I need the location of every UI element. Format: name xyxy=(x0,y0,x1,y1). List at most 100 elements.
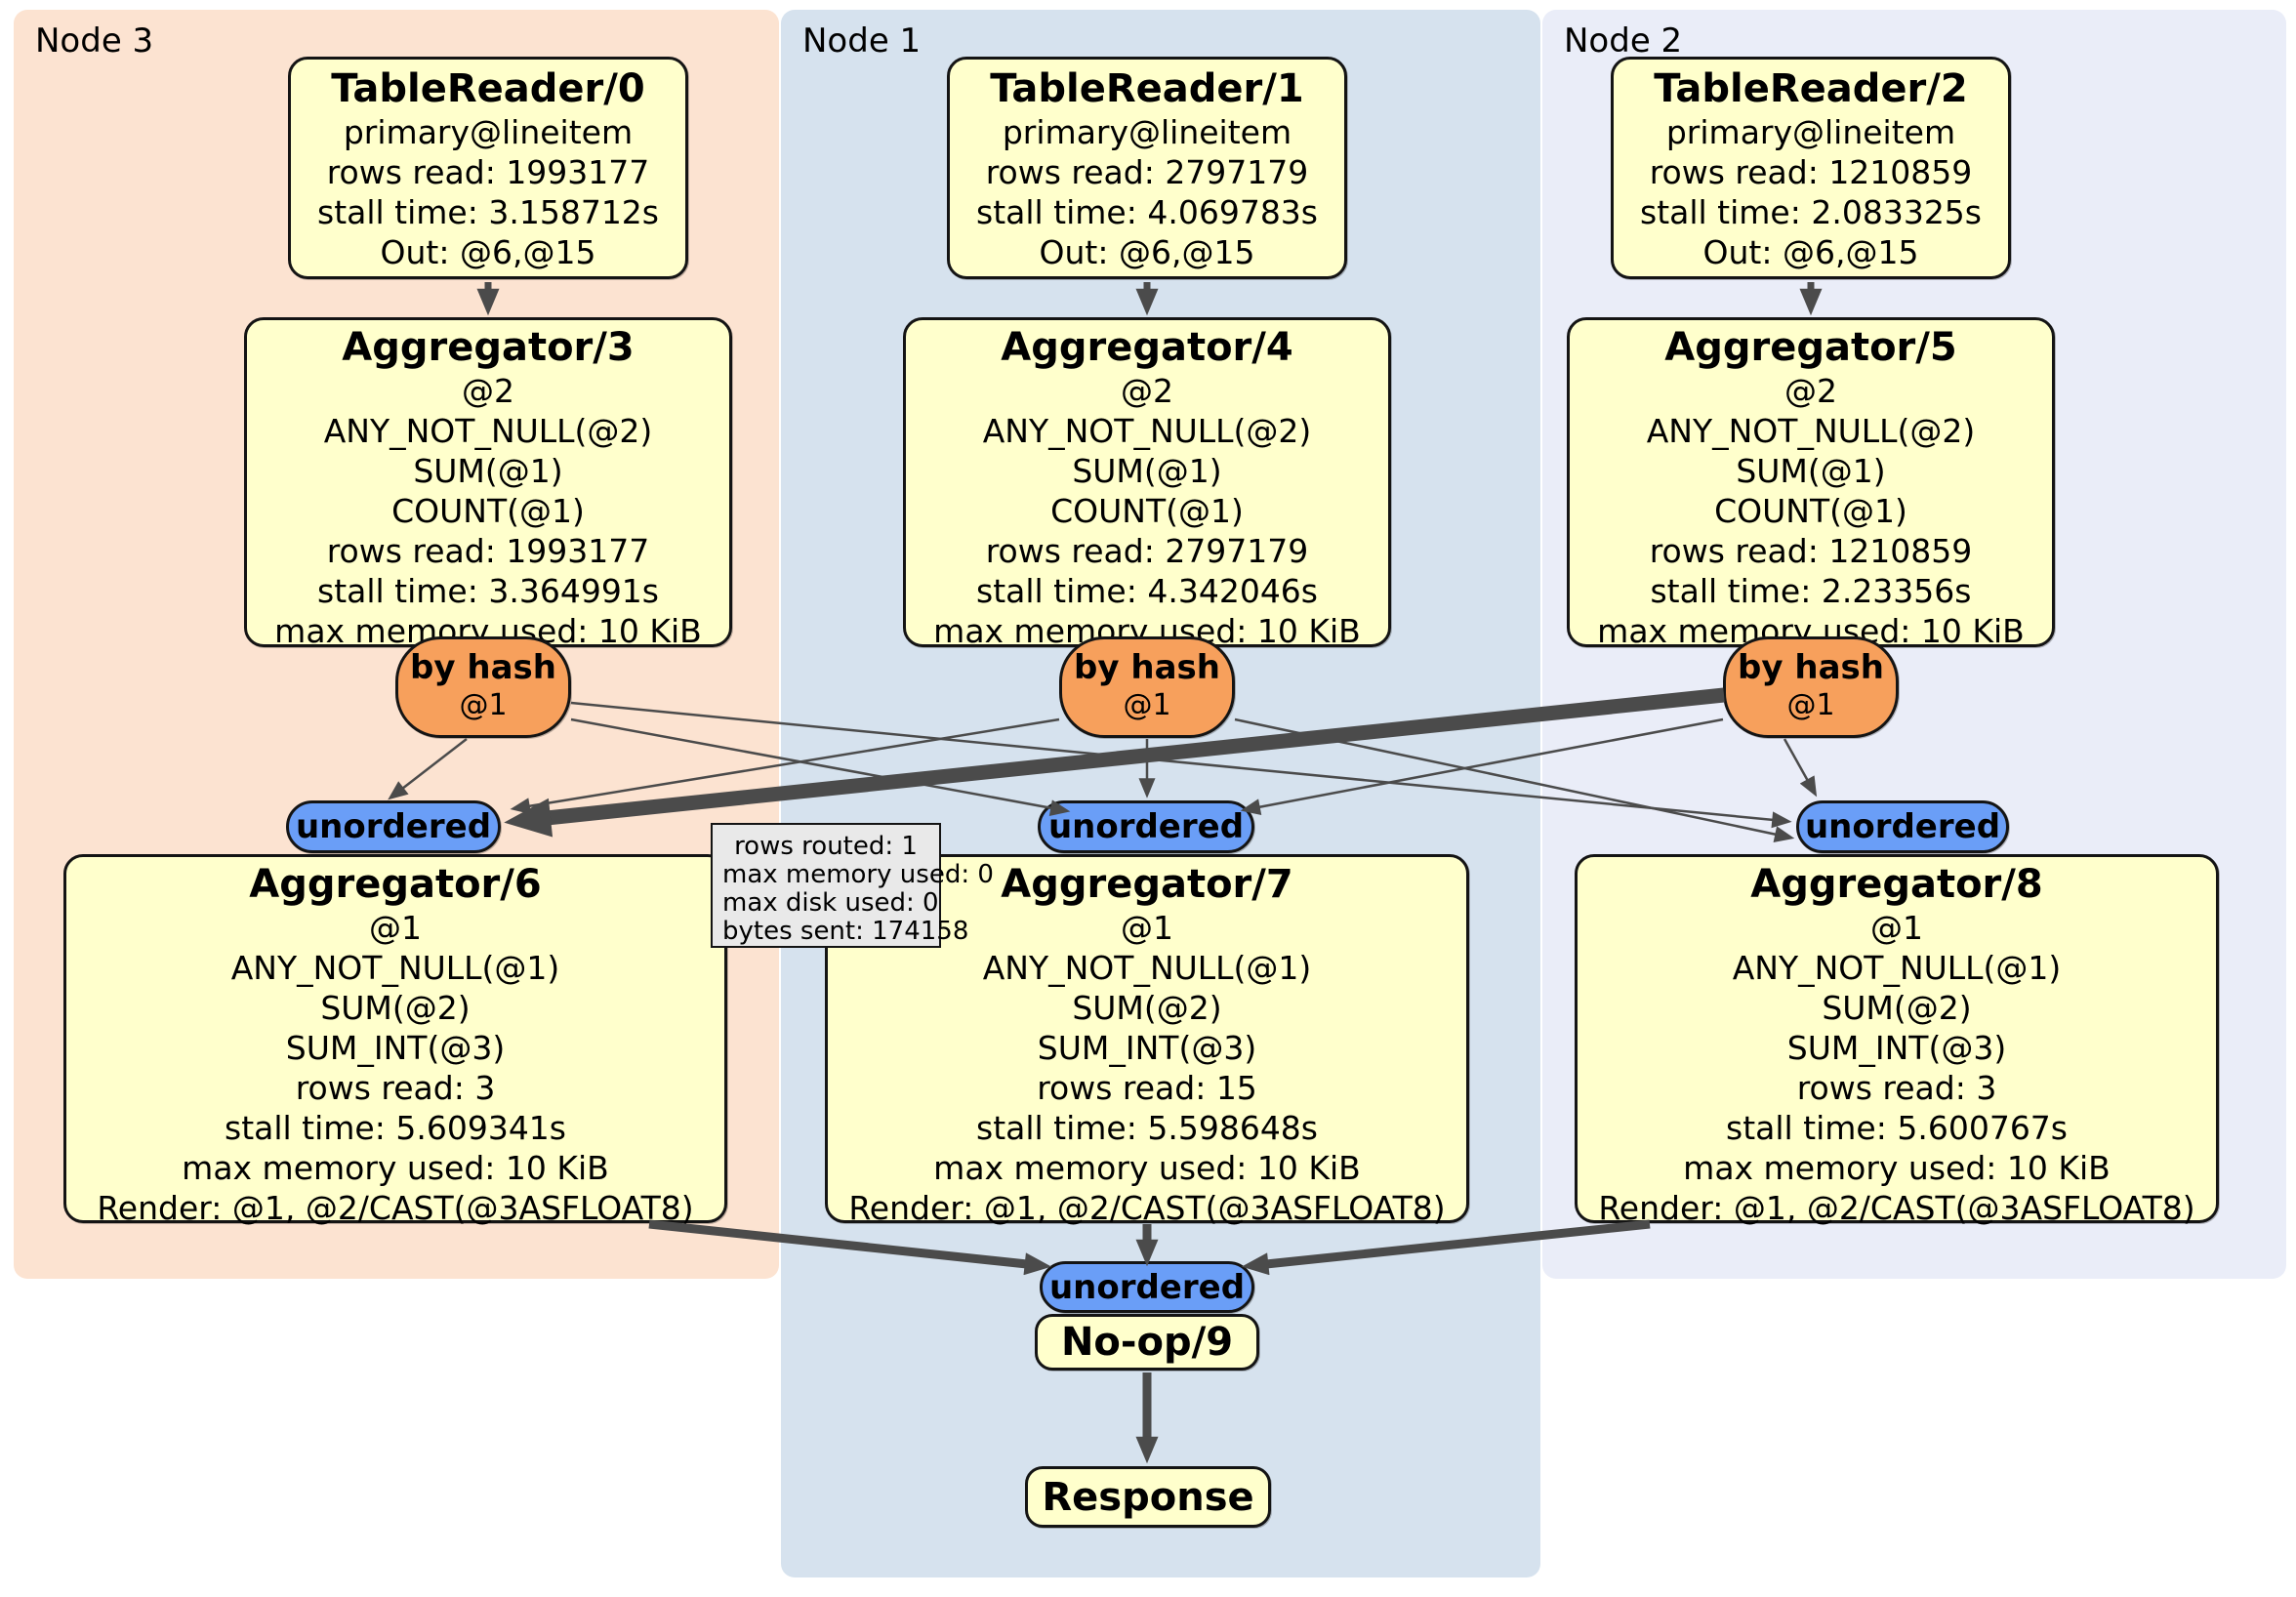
node-detail: SUM(@2) xyxy=(1072,989,1222,1027)
node-title: Aggregator/8 xyxy=(1750,862,2043,907)
node-detail: ANY_NOT_NULL(@1) xyxy=(982,949,1312,987)
node-detail: Render: @1, @2/CAST(@3ASFLOAT8) xyxy=(97,1189,694,1227)
node-detail: rows read: 2797179 xyxy=(985,532,1309,570)
router-label: by hash xyxy=(410,648,556,687)
router-key: @1 xyxy=(459,688,508,722)
node-title: TableReader/0 xyxy=(331,66,645,111)
node-detail: SUM_INT(@3) xyxy=(1037,1029,1257,1067)
node-detail: max memory used: 10 KiB xyxy=(182,1149,609,1187)
node-detail: SUM(@1) xyxy=(413,452,563,490)
node-title: TableReader/2 xyxy=(1654,66,1968,111)
node-detail: Out: @6,@15 xyxy=(1039,233,1255,271)
region-node-1-label: Node 1 xyxy=(802,21,922,61)
node-detail: @1 xyxy=(369,909,422,947)
router-key: @1 xyxy=(1786,688,1835,722)
plan-node-aggregator-8[interactable]: Aggregator/8 @1 ANY_NOT_NULL(@1) SUM(@2)… xyxy=(1575,854,2219,1227)
node-detail: rows read: 3 xyxy=(295,1069,496,1107)
node-detail: rows read: 1210859 xyxy=(1649,153,1973,191)
tooltip-stat: rows routed: 1 xyxy=(734,832,918,861)
node-detail: ANY_NOT_NULL(@2) xyxy=(323,412,653,450)
node-title: Aggregator/5 xyxy=(1664,325,1957,370)
plan-node-tablereader-2[interactable]: TableReader/2 primary@lineitem rows read… xyxy=(1611,57,2011,279)
plan-node-noop-9[interactable]: No-op/9 xyxy=(1035,1314,1259,1371)
node-detail: max memory used: 10 KiB xyxy=(933,1149,1361,1187)
router-label: by hash xyxy=(1738,648,1884,687)
node-detail: stall time: 4.342046s xyxy=(976,572,1318,610)
node-detail: stall time: 3.158712s xyxy=(317,193,659,231)
tooltip-stat: max memory used: 0 xyxy=(722,860,994,889)
plan-node-response[interactable]: Response xyxy=(1025,1466,1271,1528)
node-detail: stall time: 2.083325s xyxy=(1640,193,1982,231)
sync-label: unordered xyxy=(295,807,492,846)
sync-unordered-final[interactable]: unordered xyxy=(1040,1261,1254,1313)
node-detail: COUNT(@1) xyxy=(391,492,585,530)
node-detail: rows read: 1993177 xyxy=(326,532,650,570)
sync-label: unordered xyxy=(1047,807,1245,846)
router-by-hash-node1[interactable]: by hash @1 xyxy=(1059,636,1235,738)
region-node-2-label: Node 2 xyxy=(1564,21,1683,61)
node-detail: @1 xyxy=(1121,909,1173,947)
node-detail: SUM(@1) xyxy=(1736,452,1886,490)
node-detail: @2 xyxy=(462,372,514,410)
node-detail: ANY_NOT_NULL(@2) xyxy=(1646,412,1976,450)
node-detail: COUNT(@1) xyxy=(1714,492,1907,530)
node-detail: Render: @1, @2/CAST(@3ASFLOAT8) xyxy=(1598,1189,2195,1227)
node-detail: rows read: 2797179 xyxy=(985,153,1309,191)
node-detail: @1 xyxy=(1870,909,1923,947)
sync-unordered-node2[interactable]: unordered xyxy=(1796,800,2009,853)
plan-node-tablereader-1[interactable]: TableReader/1 primary@lineitem rows read… xyxy=(947,57,1347,279)
router-by-hash-node3[interactable]: by hash @1 xyxy=(395,636,571,738)
node-detail: rows read: 3 xyxy=(1796,1069,1997,1107)
node-title: Response xyxy=(1042,1474,1254,1520)
sync-unordered-node3[interactable]: unordered xyxy=(286,800,501,853)
node-detail: @2 xyxy=(1784,372,1837,410)
tooltip-stat: max disk used: 0 xyxy=(722,888,939,918)
node-detail: max memory used: 10 KiB xyxy=(1683,1149,2111,1187)
sync-label: unordered xyxy=(1048,1267,1246,1307)
router-key: @1 xyxy=(1123,688,1171,722)
node-detail: primary@lineitem xyxy=(1665,113,1956,151)
sync-unordered-node1[interactable]: unordered xyxy=(1038,800,1254,853)
node-title: TableReader/1 xyxy=(990,66,1304,111)
node-title: No-op/9 xyxy=(1060,1320,1234,1365)
region-node-3-label: Node 3 xyxy=(35,21,154,61)
node-detail: stall time: 2.23356s xyxy=(1650,572,1972,610)
node-title: Aggregator/7 xyxy=(1001,862,1293,907)
node-title: Aggregator/3 xyxy=(342,325,635,370)
node-detail: Out: @6,@15 xyxy=(380,233,596,271)
plan-node-aggregator-6[interactable]: Aggregator/6 @1 ANY_NOT_NULL(@1) SUM(@2)… xyxy=(63,854,727,1227)
node-detail: Out: @6,@15 xyxy=(1702,233,1919,271)
node-title: Aggregator/4 xyxy=(1001,325,1293,370)
node-detail: primary@lineitem xyxy=(1002,113,1292,151)
node-detail: primary@lineitem xyxy=(343,113,634,151)
plan-node-aggregator-5[interactable]: Aggregator/5 @2 ANY_NOT_NULL(@2) SUM(@1)… xyxy=(1567,317,2055,650)
node-detail: stall time: 3.364991s xyxy=(317,572,659,610)
node-detail: Render: @1, @2/CAST(@3ASFLOAT8) xyxy=(848,1189,1446,1227)
node-detail: stall time: 4.069783s xyxy=(976,193,1318,231)
node-detail: SUM(@1) xyxy=(1072,452,1222,490)
node-detail: ANY_NOT_NULL(@1) xyxy=(1732,949,2062,987)
node-detail: rows read: 1993177 xyxy=(326,153,650,191)
node-detail: ANY_NOT_NULL(@2) xyxy=(982,412,1312,450)
node-detail: stall time: 5.600767s xyxy=(1726,1109,2068,1147)
plan-node-aggregator-4[interactable]: Aggregator/4 @2 ANY_NOT_NULL(@2) SUM(@1)… xyxy=(903,317,1391,650)
router-by-hash-node2[interactable]: by hash @1 xyxy=(1723,636,1899,738)
node-detail: COUNT(@1) xyxy=(1050,492,1244,530)
stream-stats-tooltip: rows routed: 1 max memory used: 0 max di… xyxy=(711,823,994,948)
node-detail: SUM(@2) xyxy=(1822,989,1972,1027)
node-detail: SUM(@2) xyxy=(320,989,471,1027)
node-detail: SUM_INT(@3) xyxy=(285,1029,506,1067)
plan-node-aggregator-3[interactable]: Aggregator/3 @2 ANY_NOT_NULL(@2) SUM(@1)… xyxy=(244,317,732,650)
tooltip-stat: bytes sent: 174158 xyxy=(722,917,969,946)
node-detail: ANY_NOT_NULL(@1) xyxy=(230,949,560,987)
plan-node-tablereader-0[interactable]: TableReader/0 primary@lineitem rows read… xyxy=(288,57,688,279)
node-detail: stall time: 5.598648s xyxy=(976,1109,1318,1147)
sync-label: unordered xyxy=(1804,807,2001,846)
node-detail: @2 xyxy=(1121,372,1173,410)
node-detail: SUM_INT(@3) xyxy=(1786,1029,2007,1067)
node-detail: rows read: 1210859 xyxy=(1649,532,1973,570)
node-detail: stall time: 5.609341s xyxy=(225,1109,566,1147)
node-title: Aggregator/6 xyxy=(249,862,542,907)
router-label: by hash xyxy=(1074,648,1220,687)
